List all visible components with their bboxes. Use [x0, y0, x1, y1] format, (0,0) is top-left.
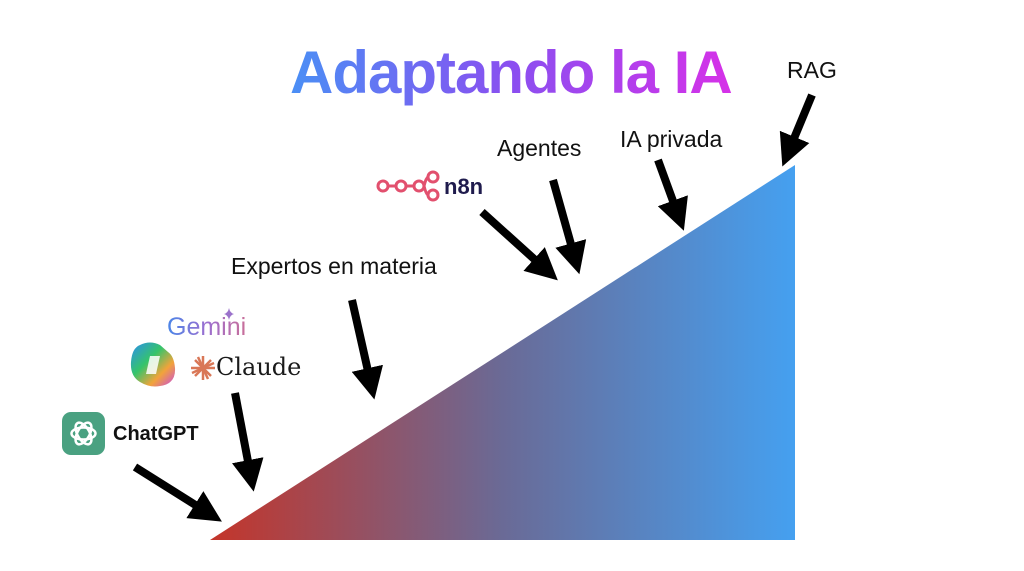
page-title: Adaptando la IA — [290, 39, 733, 106]
chatgpt-logo-icon — [62, 412, 105, 455]
label-rag: RAG — [787, 57, 837, 83]
label-chatgpt: ChatGPT — [113, 423, 199, 445]
label-private-ai: IA privada — [620, 126, 723, 152]
label-gemini: Gemini — [167, 313, 247, 341]
label-experts: Expertos en materia — [231, 253, 437, 279]
copilot-logo-icon — [130, 342, 176, 387]
growth-ramp — [210, 165, 795, 540]
label-agents: Agentes — [497, 135, 582, 161]
claude-logo-icon — [191, 356, 215, 380]
arrow-n8n — [479, 209, 558, 281]
arrow-chatgpt — [132, 463, 222, 522]
label-claude: Claude — [216, 353, 302, 381]
arrow-rag — [779, 93, 816, 167]
arrow-experts — [348, 299, 383, 400]
gemini-sparkle-icon — [224, 308, 234, 320]
arrow-private-ai — [654, 158, 688, 231]
arrow-agents — [549, 178, 587, 275]
arrow-claude — [231, 392, 264, 492]
label-n8n: n8n — [444, 174, 484, 199]
n8n-logo-icon — [376, 170, 440, 202]
